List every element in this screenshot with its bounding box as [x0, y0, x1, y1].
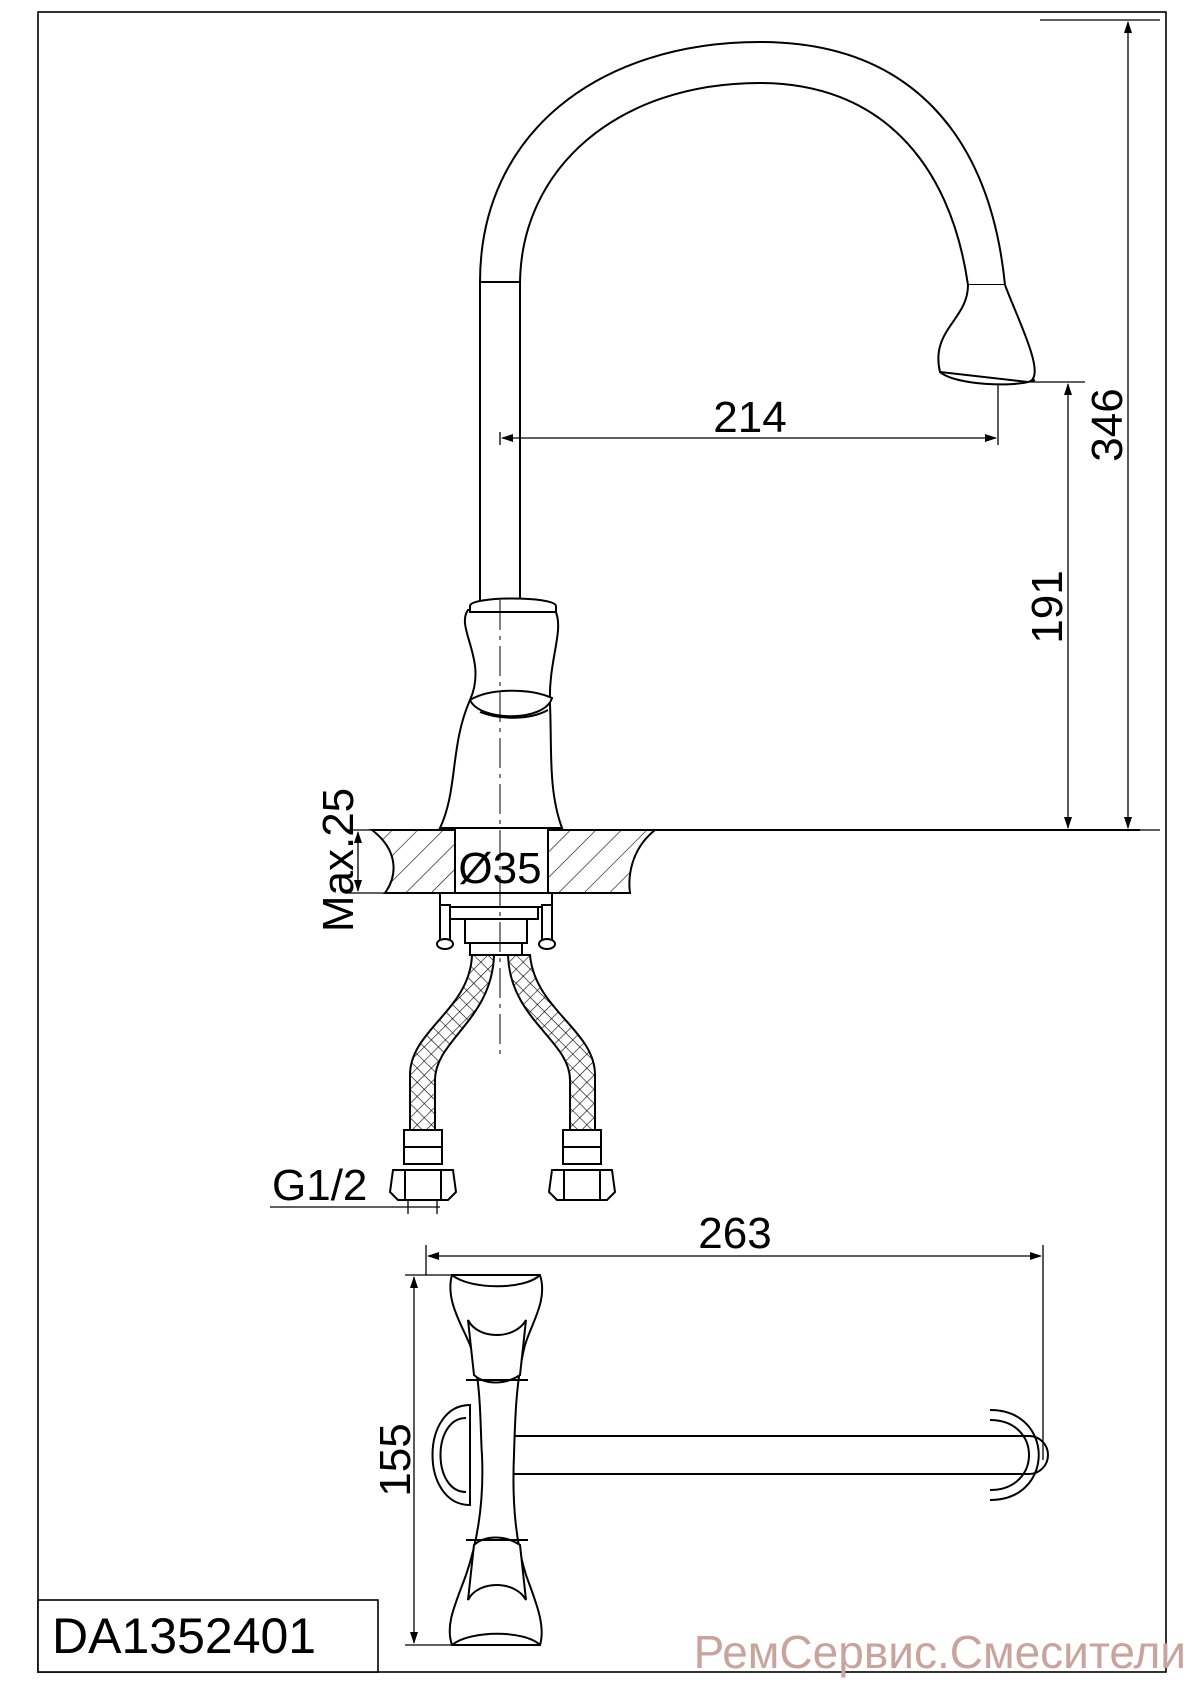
dim-connection-thread: G1/2: [272, 1161, 367, 1210]
watermark: РемСервис.Смесители: [694, 1626, 1186, 1678]
flexible-hoses: [388, 954, 617, 1201]
mixer-body: [438, 597, 564, 829]
dim-mounting-hole: Ø35: [458, 844, 541, 893]
dim-spout-reach: 214: [713, 393, 786, 442]
mounting-hardware: [436, 892, 556, 956]
title-block: [37, 1599, 379, 1673]
top-view-dimensions: [405, 1245, 1044, 1646]
dim-total-height: 346: [1083, 388, 1132, 461]
countertop-section: [369, 829, 1140, 894]
dim-spout-clearance: 191: [1023, 570, 1072, 643]
spout-side-view: [479, 40, 1036, 612]
top-view: [431, 1274, 1049, 1646]
dim-top-view-width: 155: [371, 1423, 420, 1496]
dim-max-deck-thickness: Max.25: [314, 788, 363, 932]
drawing-frame: [37, 11, 1167, 1673]
dim-top-view-length: 263: [698, 1209, 771, 1258]
model-code: DA1352401: [52, 1608, 316, 1664]
dimension-lines: [270, 19, 1160, 1214]
